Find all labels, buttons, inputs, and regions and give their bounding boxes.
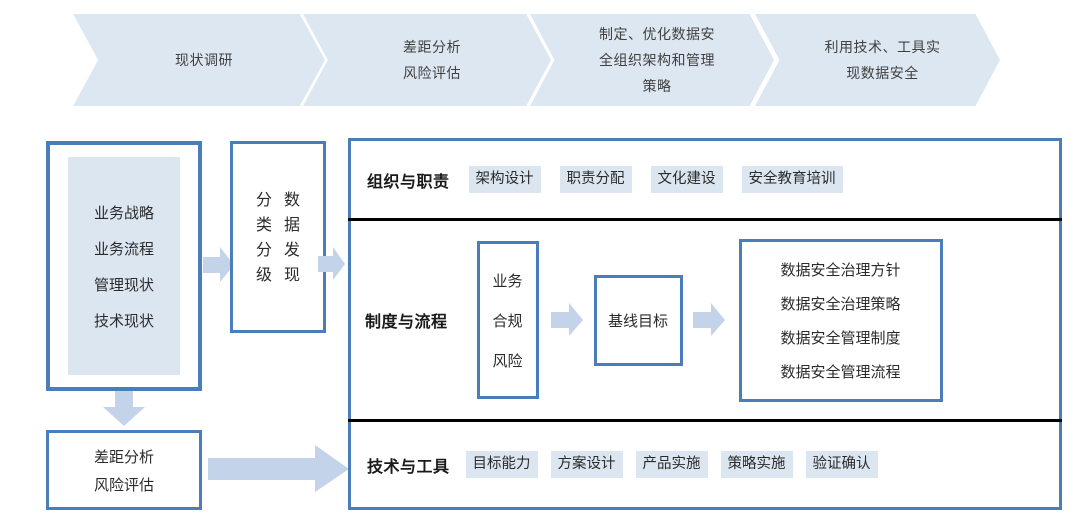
arrow-right-icon-1 (203, 247, 234, 282)
gap-analysis-box[interactable]: 差距分析 风险评估 (46, 430, 202, 510)
panel-row-organization: 组织与职责 架构设计 职责分配 文化建设 安全教育培训 (351, 141, 1059, 218)
baseline-goal-box[interactable]: 基线目标 (593, 274, 683, 366)
current-state-line-4: 技术现状 (93, 312, 154, 330)
row-label-technology: 技术与工具 (367, 458, 450, 476)
tag-tech-4[interactable]: 策略实施 (720, 451, 793, 478)
tag-tech-1[interactable]: 目标能力 (465, 451, 538, 478)
process-chevron-band: 现状调研 差距分析 风险评估 制定、优化数据安 全组织架构和管理 策略 利用技术… (0, 0, 1080, 120)
discovery-char-3: 发 (284, 241, 301, 259)
process-step-3-label: 制定、优化数据安 全组织架构和管理 策略 (599, 26, 715, 94)
tag-org-2[interactable]: 职责分配 (559, 166, 632, 193)
tag-tech-2[interactable]: 方案设计 (550, 451, 623, 478)
classification-char-2: 类 (255, 216, 272, 234)
tag-tech-3[interactable]: 产品实施 (635, 451, 708, 478)
arrow-right-icon-long (208, 445, 349, 492)
current-state-line-2: 业务流程 (93, 240, 154, 258)
gap-analysis-line-1: 差距分析 (93, 448, 154, 466)
policy-output-1: 数据安全治理方针 (780, 261, 901, 279)
tag-tech-5[interactable]: 验证确认 (805, 451, 878, 478)
arrow-right-icon-2 (318, 247, 345, 280)
policy-inputs-box[interactable]: 业务 合规 风险 (476, 241, 539, 399)
row-label-policy: 制度与流程 (365, 314, 448, 331)
tag-org-3[interactable]: 文化建设 (650, 166, 723, 193)
row-separator-1 (348, 218, 1062, 221)
policy-input-1: 业务 (492, 272, 523, 290)
policy-output-4: 数据安全管理流程 (780, 363, 901, 381)
row-separator-2 (348, 419, 1062, 422)
technology-tag-group: 目标能力 方案设计 产品实施 策略实施 验证确认 (465, 451, 878, 478)
organization-tag-group: 架构设计 职责分配 文化建设 安全教育培训 (468, 166, 843, 193)
current-state-inner-panel: 业务战略 业务流程 管理现状 技术现状 (68, 157, 180, 375)
arrow-down-icon (103, 391, 145, 426)
process-step-1[interactable]: 现状调研 (73, 14, 325, 106)
policy-output-2: 数据安全治理策略 (780, 295, 901, 313)
classification-discovery-box[interactable]: 分 类 分 级 数 据 发 现 (230, 141, 326, 333)
process-step-4[interactable]: 利用技术、工具实 现数据安全 (755, 14, 1000, 106)
arrow-right-icon-3 (550, 303, 583, 336)
classification-column-right: 数 据 发 现 (284, 191, 301, 284)
panel-row-policy: 制度与流程 业务 合规 风险 基线目标 数据安全治理方针 数据安全治理策略 数据… (351, 222, 1059, 418)
discovery-char-4: 现 (284, 266, 301, 284)
policy-input-2: 合规 (492, 312, 523, 330)
process-step-3[interactable]: 制定、优化数据安 全组织架构和管理 策略 (530, 14, 774, 106)
discovery-char-1: 数 (284, 191, 301, 209)
row-label-organization: 组织与职责 (367, 173, 450, 191)
tag-org-1[interactable]: 架构设计 (468, 166, 541, 193)
arrow-right-icon-4 (692, 303, 725, 336)
classification-column-left: 分 类 分 级 (255, 191, 272, 284)
process-step-4-label: 利用技术、工具实 现数据安全 (824, 39, 941, 81)
governance-main-panel: 组织与职责 架构设计 职责分配 文化建设 安全教育培训 制度与流程 业务 合规 … (348, 138, 1062, 510)
discovery-char-2: 据 (284, 216, 301, 234)
process-step-2[interactable]: 差距分析 风险评估 (303, 14, 551, 106)
current-state-line-1: 业务战略 (93, 204, 154, 222)
policy-outputs-box[interactable]: 数据安全治理方针 数据安全治理策略 数据安全管理制度 数据安全管理流程 (738, 238, 943, 402)
current-state-line-3: 管理现状 (93, 276, 154, 294)
process-step-1-label: 现状调研 (175, 52, 233, 68)
policy-output-3: 数据安全管理制度 (780, 329, 901, 347)
panel-row-technology: 技术与工具 目标能力 方案设计 产品实施 策略实施 验证确认 (351, 422, 1059, 507)
classification-char-3: 分 (255, 241, 272, 259)
policy-input-3: 风险 (492, 352, 523, 370)
classification-char-1: 分 (255, 191, 272, 209)
tag-org-4[interactable]: 安全教育培训 (741, 166, 843, 193)
gap-analysis-line-2: 风险评估 (93, 476, 154, 494)
classification-char-4: 级 (255, 266, 272, 284)
current-state-box[interactable]: 业务战略 业务流程 管理现状 技术现状 (46, 141, 202, 391)
process-step-2-label: 差距分析 风险评估 (403, 39, 461, 81)
